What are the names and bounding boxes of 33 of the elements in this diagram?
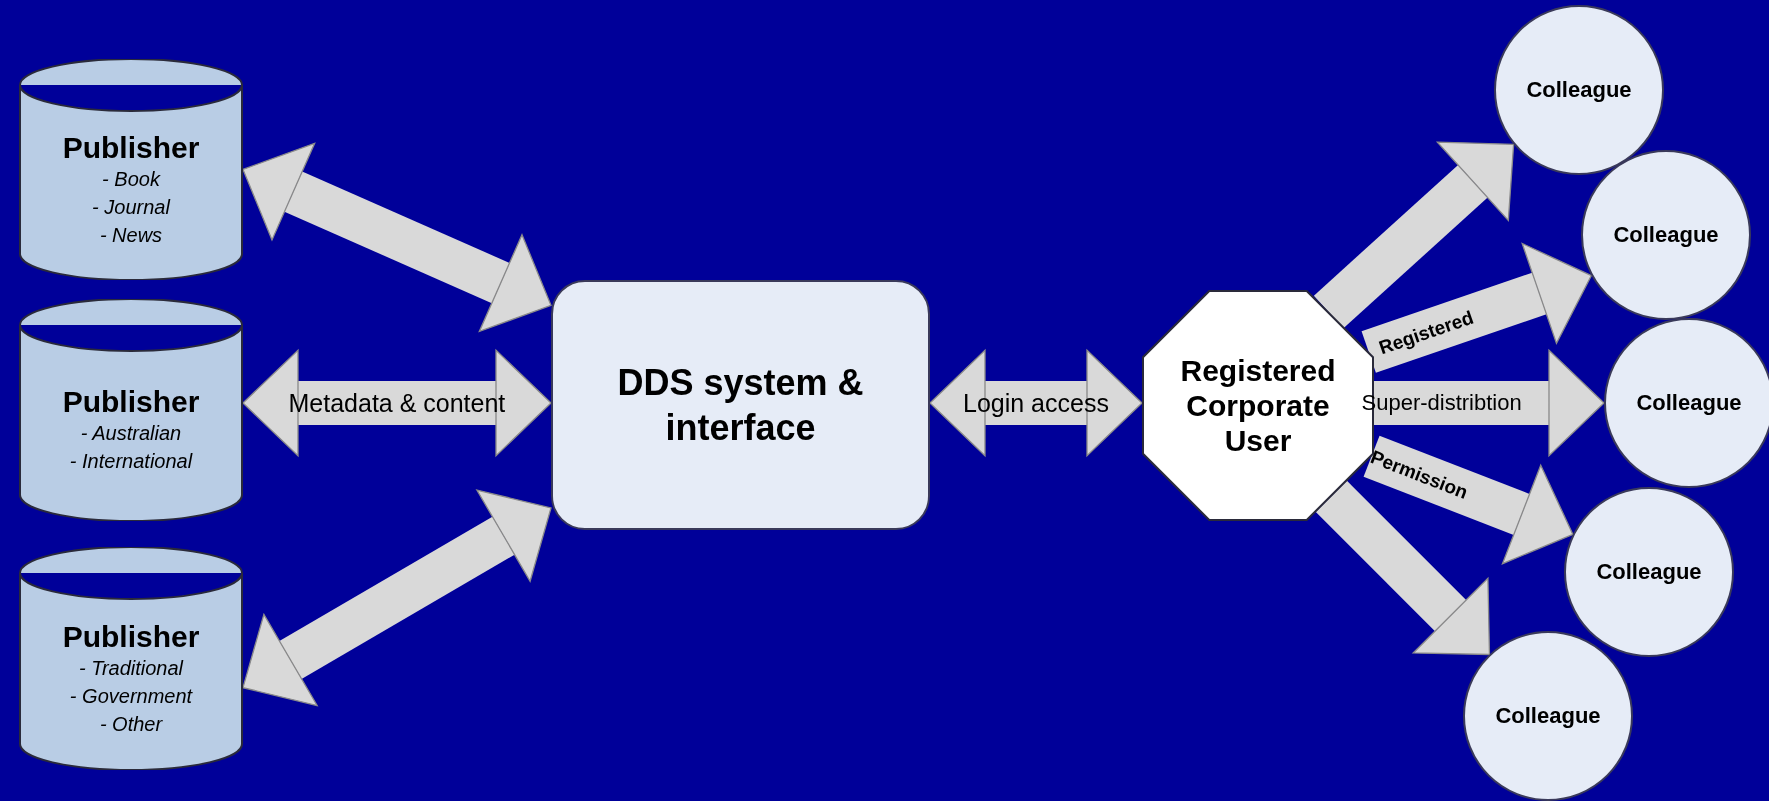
block-arrow	[1361, 242, 1592, 373]
block-arrow	[929, 349, 1143, 457]
publisher-cylinder	[19, 299, 243, 521]
system-box	[551, 280, 930, 530]
block-arrow	[1313, 141, 1515, 329]
publisher-type: - Journal	[92, 194, 170, 220]
publisher-cylinder	[19, 547, 243, 770]
block-arrow	[242, 142, 552, 333]
node-label: DDS system & interface	[616, 361, 865, 450]
publisher-type: - Other	[99, 711, 163, 737]
node-label: Colleague	[1495, 703, 1601, 729]
publisher-heading: Publisher	[62, 385, 200, 419]
block-arrow	[242, 349, 552, 457]
node-label: Colleague	[1526, 77, 1632, 103]
publisher-heading: Publisher	[62, 130, 200, 165]
node-label: Colleague	[1596, 559, 1702, 585]
edge-label: Login access	[963, 390, 1109, 416]
block-arrow	[242, 489, 552, 707]
publisher-heading: Publisher	[62, 619, 200, 654]
block-arrow	[1374, 349, 1605, 457]
publisher-type: - Book	[102, 166, 160, 192]
block-arrow	[1363, 435, 1574, 565]
node-label: Registered Corporate User	[1179, 352, 1337, 459]
publisher-type: - News	[99, 222, 163, 248]
publisher-type: - Government	[69, 683, 193, 709]
edge-label: Metadata & content	[288, 390, 506, 416]
publisher-type: - Australian	[80, 421, 182, 446]
publisher-type: - International	[69, 449, 193, 474]
publisher-type: - Traditional	[78, 655, 184, 681]
block-arrow	[1315, 480, 1491, 656]
node-label: Colleague	[1613, 222, 1719, 248]
node-label: Colleague	[1636, 390, 1742, 416]
publisher-cylinder	[19, 59, 243, 280]
